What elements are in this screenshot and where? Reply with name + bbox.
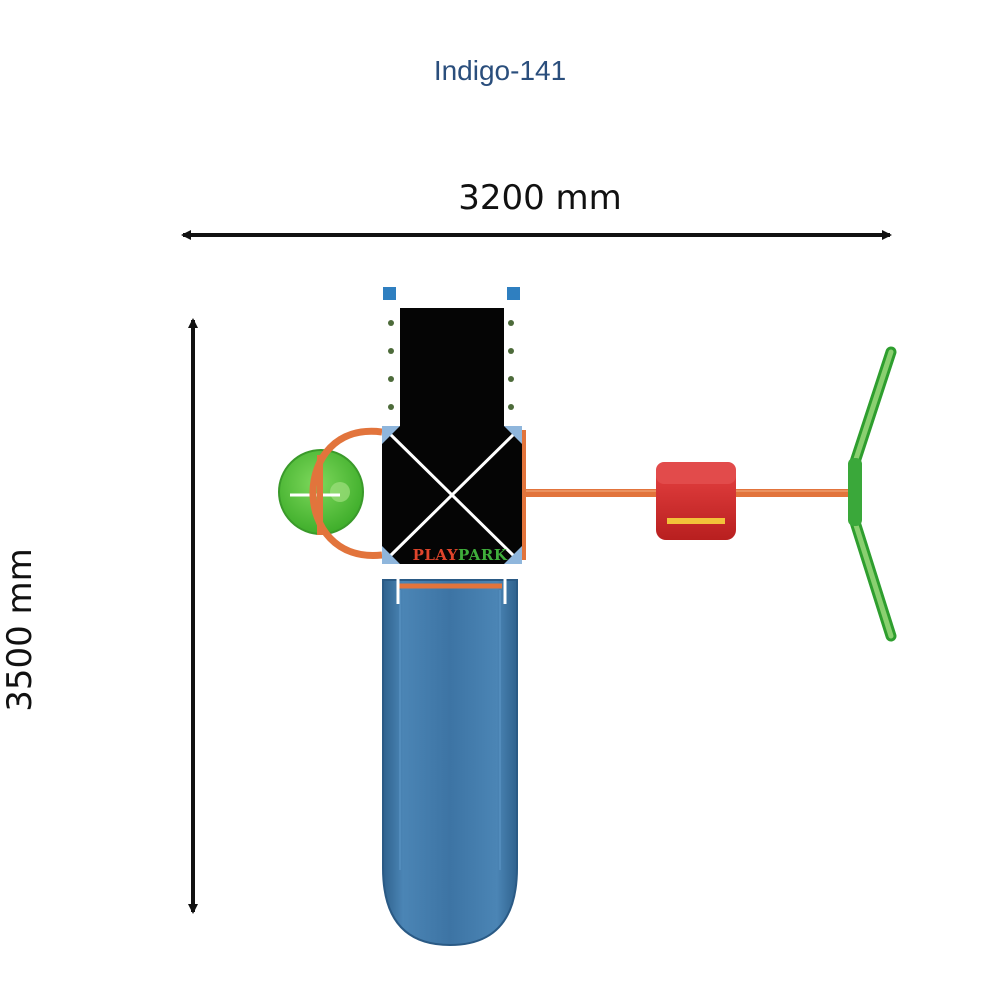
model-title: Indigo-141 — [433, 55, 567, 86]
climbing-ladder — [388, 300, 514, 428]
brand-logo-part2: PARK — [458, 546, 508, 564]
swing-seat — [656, 462, 736, 540]
post-cap-left — [383, 287, 396, 300]
slide — [382, 579, 518, 947]
swing-a-frame — [848, 346, 897, 642]
side-rail — [309, 427, 383, 559]
brand-logo: PLAYPARK — [400, 546, 520, 564]
brand-logo-part1: PLAY — [412, 546, 459, 564]
width-dimension-label: 3200 mm — [458, 178, 622, 218]
post-cap-right — [507, 287, 520, 300]
tower-deck — [382, 426, 526, 564]
